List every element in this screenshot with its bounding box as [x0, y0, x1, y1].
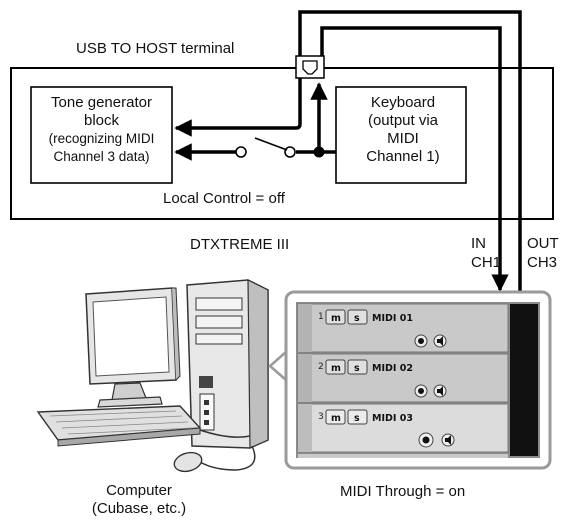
usb-terminal-label: USB TO HOST terminal [76, 40, 235, 57]
track-number: 1 [318, 312, 324, 322]
tone-generator-line: (recognizing MIDI [48, 131, 155, 146]
out-port-label: OUT CH3 [527, 234, 559, 272]
keyboard-line: Channel 1) [366, 148, 440, 165]
mute-button[interactable] [325, 409, 346, 425]
mute-label: m [331, 413, 341, 424]
junction-dot [313, 146, 325, 158]
local-control-label: Local Control = off [163, 190, 285, 207]
track-number: 2 [318, 362, 324, 372]
solo-label: s [354, 313, 360, 324]
mute-label: m [331, 363, 341, 374]
mute-button[interactable] [325, 309, 346, 325]
in-ch1-cable [320, 26, 509, 292]
usb-terminal-icon [295, 55, 325, 79]
usb-to-tone-generator-line [174, 78, 302, 137]
track-row-2[interactable]: 2 m s MIDI 02 [297, 353, 509, 403]
computer-label: Computer (Cubase, etc.) [64, 482, 214, 518]
track-number: 3 [318, 412, 324, 422]
solo-label: s [354, 363, 360, 374]
mute-label: m [331, 313, 341, 324]
track-row-1[interactable]: 1 m s MIDI 01 [297, 303, 509, 353]
tone-generator-line: block [83, 112, 120, 129]
switch-contact-left [235, 146, 247, 158]
computer-icon [36, 279, 269, 473]
out-port-line: CH3 [527, 254, 558, 271]
computer-line: Computer [106, 482, 172, 499]
solo-button[interactable] [347, 409, 368, 425]
track-name: MIDI 02 [372, 363, 413, 374]
switch-contact-right [284, 146, 296, 158]
track-name: MIDI 01 [372, 313, 413, 324]
in-port-line: IN [471, 235, 486, 252]
in-port-line: CH1 [471, 254, 502, 271]
keyboard-line: Keyboard [370, 94, 436, 111]
keyboard-line: MIDI [387, 130, 419, 147]
instrument-outline [10, 67, 554, 220]
track-name: MIDI 03 [372, 413, 413, 424]
out-ch3-cable [298, 10, 522, 292]
computer-line: (Cubase, etc.) [91, 500, 187, 517]
solo-label: s [354, 413, 360, 424]
keyboard-box [335, 86, 467, 184]
tone-generator-label: Tone generator block (recognizing MIDI C… [31, 94, 172, 166]
solo-button[interactable] [347, 359, 368, 375]
local-control-switch-lever [254, 137, 288, 151]
instrument-name: DTXTREME III [190, 236, 290, 253]
solo-button[interactable] [347, 309, 368, 325]
track-row-3[interactable]: 3 m s MIDI 03 [297, 403, 509, 453]
keyboard-label: Keyboard (output via MIDI Channel 1) [345, 94, 461, 166]
out-port-line: OUT [527, 235, 559, 252]
cubase-track-panel: 1 m s MIDI 01 2 m s MIDI 02 [268, 290, 552, 470]
in-port-label: IN CH1 [471, 234, 501, 272]
tone-generator-box [30, 86, 173, 184]
tone-generator-line: Tone generator [51, 94, 152, 111]
callout-pointer [268, 351, 287, 381]
keyboard-line: (output via [367, 112, 439, 129]
tone-generator-line: Channel 3 data) [53, 149, 150, 164]
mute-button[interactable] [325, 359, 346, 375]
midi-through-label: MIDI Through = on [340, 483, 466, 500]
